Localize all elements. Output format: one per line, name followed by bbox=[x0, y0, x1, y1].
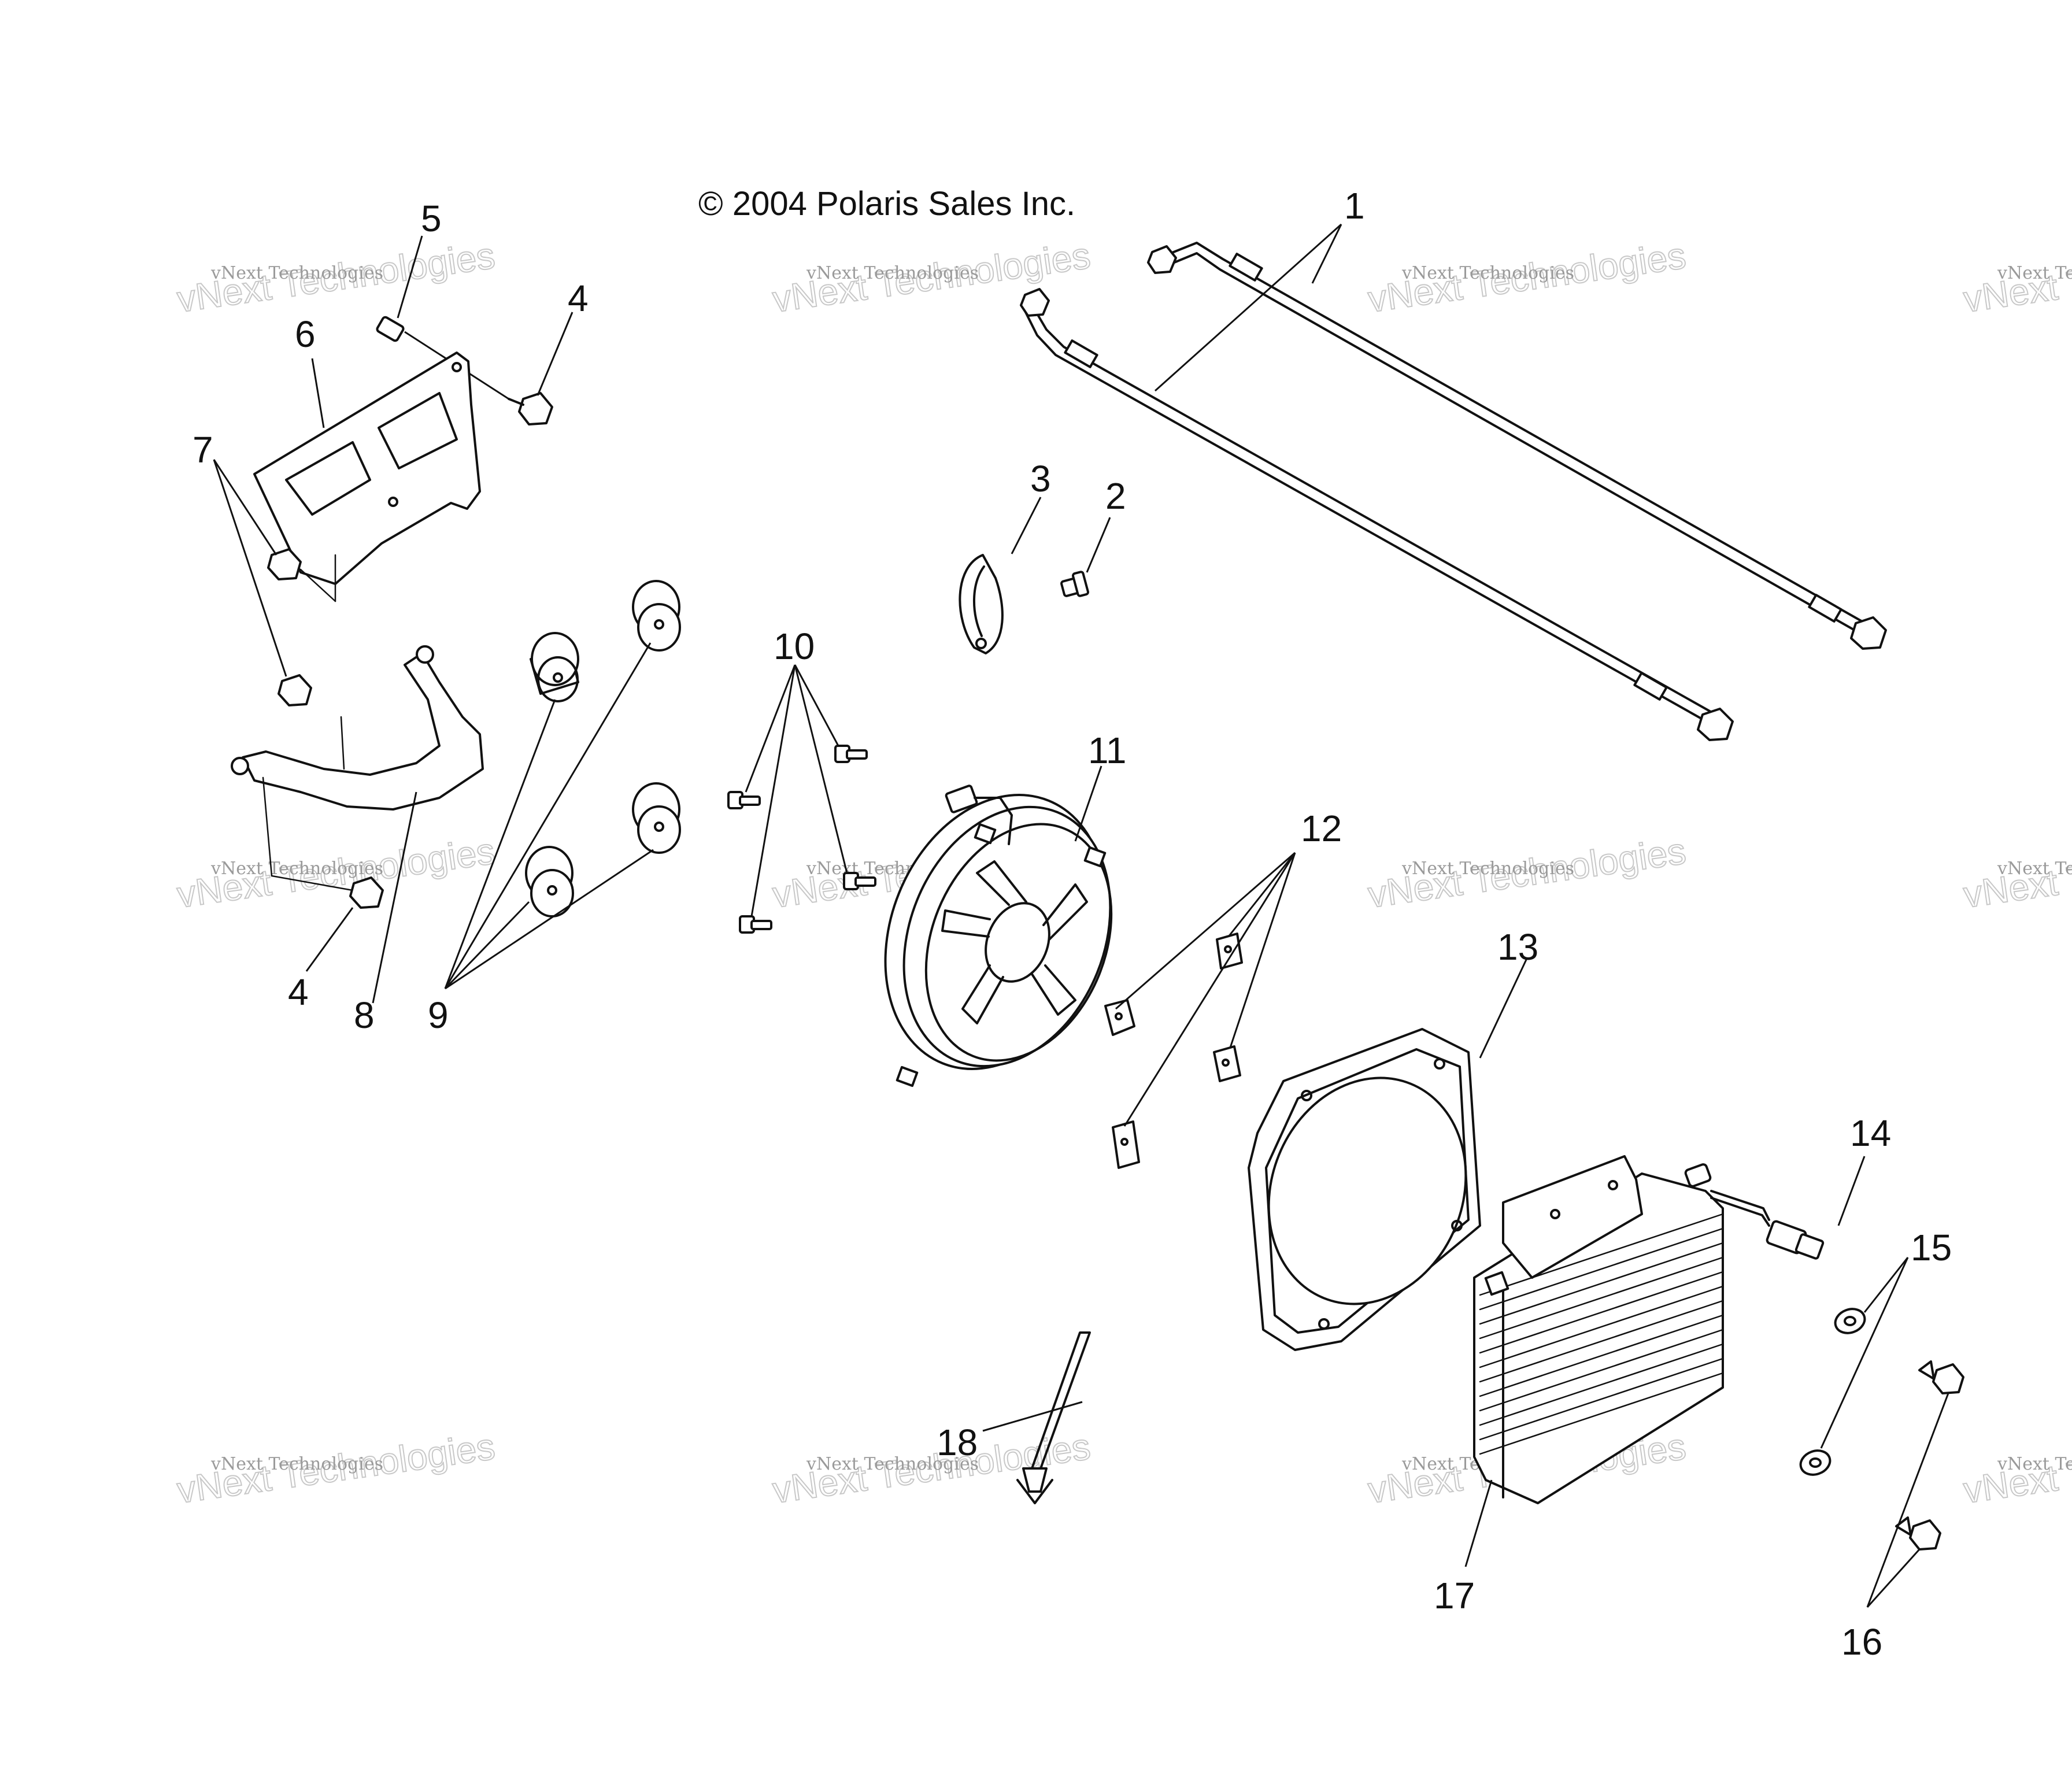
screw-10-a bbox=[727, 791, 761, 809]
bolt-16-a bbox=[1918, 1360, 1964, 1394]
callout-7: 7 bbox=[193, 429, 213, 471]
nut-7-b bbox=[278, 674, 312, 706]
callout-2: 2 bbox=[1105, 475, 1126, 517]
shroud-13 bbox=[1248, 959, 1527, 1351]
cable-tie-18 bbox=[982, 1331, 1091, 1504]
washer-15-a bbox=[1834, 1308, 1866, 1334]
nut-4-bottom bbox=[305, 876, 384, 972]
nut-7-a bbox=[267, 548, 336, 602]
screw-10-b bbox=[834, 745, 868, 763]
callout-4-top: 4 bbox=[568, 278, 589, 319]
callout-15: 15 bbox=[1911, 1227, 1952, 1268]
copyright-notice: © 2004 Polaris Sales Inc. bbox=[698, 185, 1075, 223]
callout-17: 17 bbox=[1434, 1575, 1475, 1616]
watermark: vNext Technologies vNext Technologies bbox=[1365, 234, 1689, 320]
leader-7 bbox=[213, 459, 287, 677]
leader-16 bbox=[1866, 1393, 1949, 1608]
watermark-small: vNext Technologies bbox=[1401, 263, 1574, 283]
clip-12-c bbox=[1213, 1045, 1241, 1082]
bracket-8 bbox=[231, 645, 484, 1004]
callout-16: 16 bbox=[1841, 1621, 1882, 1663]
fan-11 bbox=[884, 765, 1113, 1087]
clip-12-d bbox=[1112, 1120, 1140, 1169]
radiator-17 bbox=[1464, 1155, 1724, 1567]
watermark: vNext Technologies vNext Technologies bbox=[1960, 1424, 2072, 1511]
watermark-small: vNext Technologies bbox=[1997, 263, 2072, 283]
callout-14: 14 bbox=[1850, 1112, 1891, 1154]
callout-4-bottom: 4 bbox=[288, 971, 309, 1013]
clip-12-b bbox=[1216, 933, 1243, 970]
leader-1 bbox=[1155, 223, 1342, 392]
leader-15 bbox=[1820, 1257, 1909, 1449]
watermark: vNext Technologies vNext Technologies bbox=[174, 234, 498, 320]
watermark: vNext Technologies vNext Technologies bbox=[174, 829, 498, 916]
callout-12: 12 bbox=[1301, 808, 1342, 849]
watermark: vNext Technologies vNext Technologies bbox=[174, 1424, 498, 1511]
watermark: vNext Technologies vNext Technologies bbox=[1365, 829, 1689, 916]
washer-15-b bbox=[1799, 1449, 1832, 1476]
callout-6: 6 bbox=[295, 313, 316, 355]
watermark-small: vNext Technologies bbox=[806, 1454, 979, 1474]
leader-10 bbox=[745, 664, 848, 917]
hose-upper bbox=[1147, 242, 1887, 650]
callout-1: 1 bbox=[1344, 185, 1365, 227]
screw-10-c bbox=[843, 872, 876, 890]
clip-12-a bbox=[1104, 999, 1135, 1036]
callout-11: 11 bbox=[1088, 730, 1126, 771]
leader-12 bbox=[1115, 852, 1296, 1127]
screw-2 bbox=[1060, 517, 1111, 597]
callout-5: 5 bbox=[421, 198, 442, 239]
callout-3: 3 bbox=[1030, 458, 1051, 500]
callout-10: 10 bbox=[774, 626, 815, 667]
bolt-16-b bbox=[1895, 1516, 1941, 1551]
connector-14 bbox=[1710, 1156, 1866, 1260]
grommet-9-c bbox=[525, 846, 574, 917]
leader-9 bbox=[444, 642, 654, 990]
callout-13: 13 bbox=[1497, 926, 1538, 968]
callout-9: 9 bbox=[428, 994, 449, 1036]
hose-lower bbox=[1020, 288, 1734, 741]
watermark-small: vNext Technologies bbox=[210, 263, 383, 283]
watermark: vNext Technologies vNext Technologies bbox=[1960, 829, 2072, 916]
bolt-5 bbox=[376, 235, 423, 342]
callout-8: 8 bbox=[354, 994, 375, 1036]
grommet-9-a bbox=[530, 632, 579, 702]
screw-10-d bbox=[739, 915, 772, 934]
watermark-small: vNext Technologies bbox=[806, 263, 979, 283]
clamp-3 bbox=[959, 497, 1042, 654]
plate-6 bbox=[253, 352, 481, 585]
watermark-small: vNext Technologies bbox=[1997, 859, 2072, 879]
watermark: vNext Technologies vNext Technologies bbox=[1960, 234, 2072, 320]
grommet-9-d bbox=[632, 782, 681, 854]
watermark-small: vNext Technologies bbox=[1401, 859, 1574, 879]
watermark-small: vNext Technologies bbox=[210, 859, 383, 879]
watermark-small: vNext Technologies bbox=[1997, 1454, 2072, 1474]
watermark-small: vNext Technologies bbox=[210, 1454, 383, 1474]
grommet-9-b bbox=[632, 580, 681, 652]
callout-18: 18 bbox=[937, 1422, 978, 1463]
